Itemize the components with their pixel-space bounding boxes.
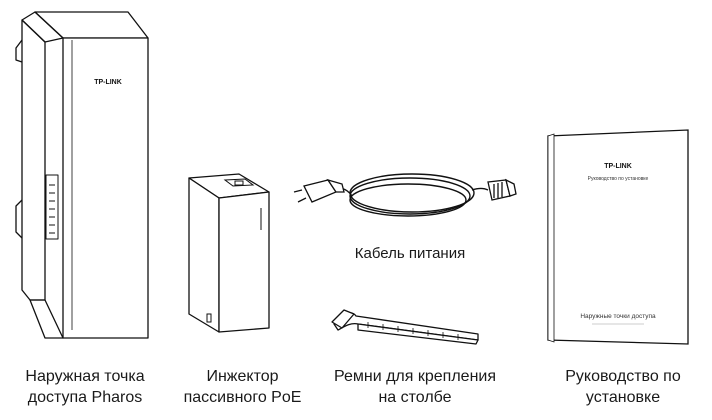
power-cable xyxy=(292,158,522,238)
access-point-caption-line2: доступа Pharos xyxy=(27,389,143,406)
installation-guide-caption-line2: установке xyxy=(585,389,661,406)
access-point-drawing: TP-LINK xyxy=(15,11,149,339)
pole-straps-caption-line1: Ремни для крепления xyxy=(334,368,496,385)
installation-guide-caption-line1: Руководство по xyxy=(565,368,681,385)
power-cable-label: Кабель питания xyxy=(354,245,466,262)
installation-guide: TP-LINK Руководство по установке Наружны… xyxy=(547,128,693,348)
guide-brand: TP-LINK xyxy=(604,163,632,170)
power-cable-drawing xyxy=(293,173,517,217)
installation-guide-caption: Руководство по установке xyxy=(548,366,698,408)
guide-cover-title: Наружные точки доступа xyxy=(580,313,656,320)
pole-straps-caption-line2: на столбе xyxy=(378,389,452,406)
poe-injector-caption-line1: Инжектор xyxy=(206,368,279,385)
poe-injector-caption-line2: пассивного PoE xyxy=(183,389,302,406)
access-point-caption: Наружная точка доступа Pharos xyxy=(0,366,170,408)
pole-straps-drawing xyxy=(331,309,479,345)
access-point-brand: TP-LINK xyxy=(94,79,122,86)
poe-injector-caption: Инжектор пассивного PoE xyxy=(170,366,315,408)
access-point: TP-LINK xyxy=(0,0,160,350)
poe-injector xyxy=(185,168,285,348)
access-point-caption-line1: Наружная точка xyxy=(25,368,145,385)
pole-straps-caption: Ремни для крепления на столбе xyxy=(320,366,510,408)
guide-cover-subtitle: Руководство по установке xyxy=(588,176,649,182)
pole-straps xyxy=(328,300,498,350)
installation-guide-drawing: TP-LINK Руководство по установке Наружны… xyxy=(547,129,689,345)
poe-injector-drawing xyxy=(188,173,270,333)
